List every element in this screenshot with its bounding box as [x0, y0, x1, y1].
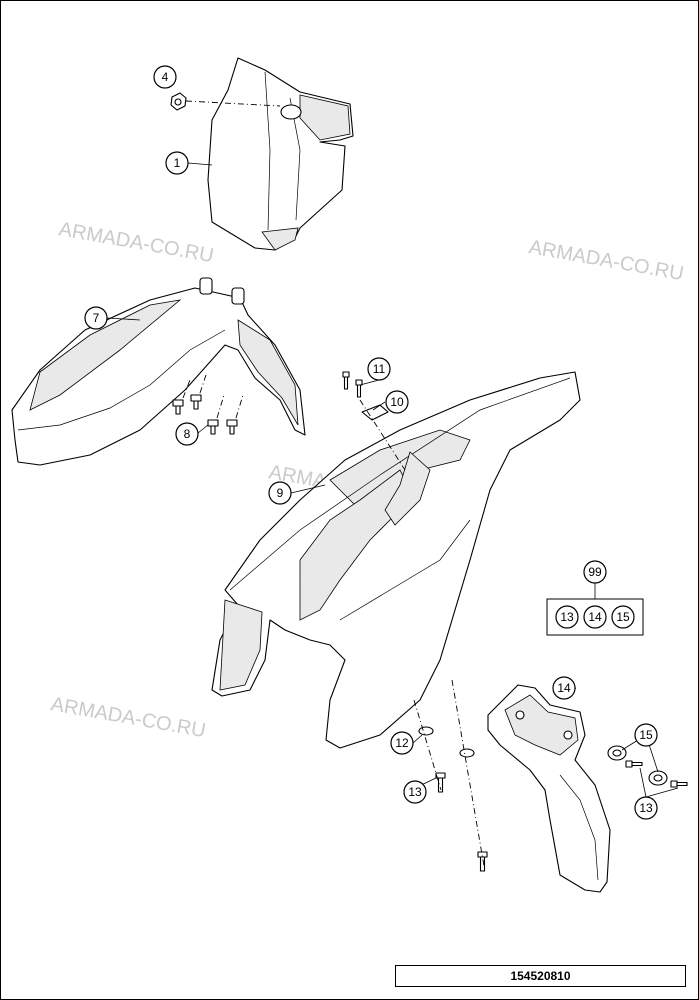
screw-line-4	[235, 394, 244, 419]
rear-fender-part	[211, 371, 581, 749]
bolt-line-1	[413, 699, 442, 791]
callout-4-label: 4	[162, 70, 169, 84]
fender-bolt-part	[435, 772, 488, 872]
clip-part	[361, 404, 389, 421]
screw-line-2	[199, 374, 207, 394]
spacer-part	[607, 745, 668, 786]
callout-10-label: 10	[390, 395, 404, 409]
kit-item-circle-2	[583, 605, 607, 629]
nut-part	[170, 92, 187, 111]
callout-13-right-label: 13	[639, 801, 653, 815]
screw-line-3	[216, 394, 225, 419]
screw-11-part	[342, 371, 363, 398]
callout-99-label: 99	[588, 565, 602, 579]
callout-8-label: 8	[184, 427, 191, 441]
callout-99[interactable]: 99	[583, 560, 607, 584]
watermark-1: ARMADA-CO.RU	[57, 218, 215, 267]
callout-15[interactable]: 15	[634, 723, 658, 747]
callout-14-label: 14	[557, 681, 571, 695]
callout-4[interactable]: 4	[153, 65, 177, 89]
callout-1[interactable]: 1	[165, 151, 189, 175]
screw-line-1	[182, 379, 191, 399]
screw-11-line	[359, 399, 406, 471]
kit-item-circle-1	[555, 605, 579, 629]
callout-11[interactable]: 11	[367, 357, 391, 381]
callout-13-left-label: 13	[408, 785, 422, 799]
side-panel-part	[487, 684, 611, 893]
watermark-4: ARMADA-CO.RU	[49, 693, 207, 742]
kit-group-99: 13 14 15	[546, 582, 644, 636]
callout-9-label: 9	[277, 486, 284, 500]
callout-12[interactable]: 12	[390, 731, 414, 755]
callout-1-label: 1	[174, 156, 181, 170]
kit-item-circle-3	[611, 605, 635, 629]
reference-number-box: 154520810	[395, 965, 686, 987]
callout-13-right[interactable]: 13	[634, 796, 658, 820]
number-plate-part	[207, 57, 354, 251]
kit-item-label-3: 15	[616, 610, 630, 624]
callout-14[interactable]: 14	[552, 676, 576, 700]
callout-7[interactable]: 7	[84, 306, 108, 330]
callout-12-label: 12	[395, 736, 409, 750]
watermark-2: ARMADA-CO.RU	[527, 236, 685, 285]
callout-8[interactable]: 8	[175, 422, 199, 446]
nut-mount-line	[185, 100, 281, 107]
panel-screw-part	[625, 760, 688, 788]
callout-9[interactable]: 9	[268, 481, 292, 505]
callout-11-label: 11	[373, 362, 386, 376]
callout-15-label: 15	[639, 728, 653, 742]
front-fender-part	[11, 277, 306, 466]
kit-item-label-2: 14	[588, 610, 602, 624]
callout-13-left[interactable]: 13	[403, 780, 427, 804]
kit-item-label-1: 13	[560, 610, 574, 624]
bolt-line-2	[451, 679, 485, 867]
rubber-washer-part	[418, 726, 475, 758]
callout-10[interactable]: 10	[385, 390, 409, 414]
fender-screws-part	[172, 394, 238, 435]
callout-7-label: 7	[93, 311, 100, 325]
